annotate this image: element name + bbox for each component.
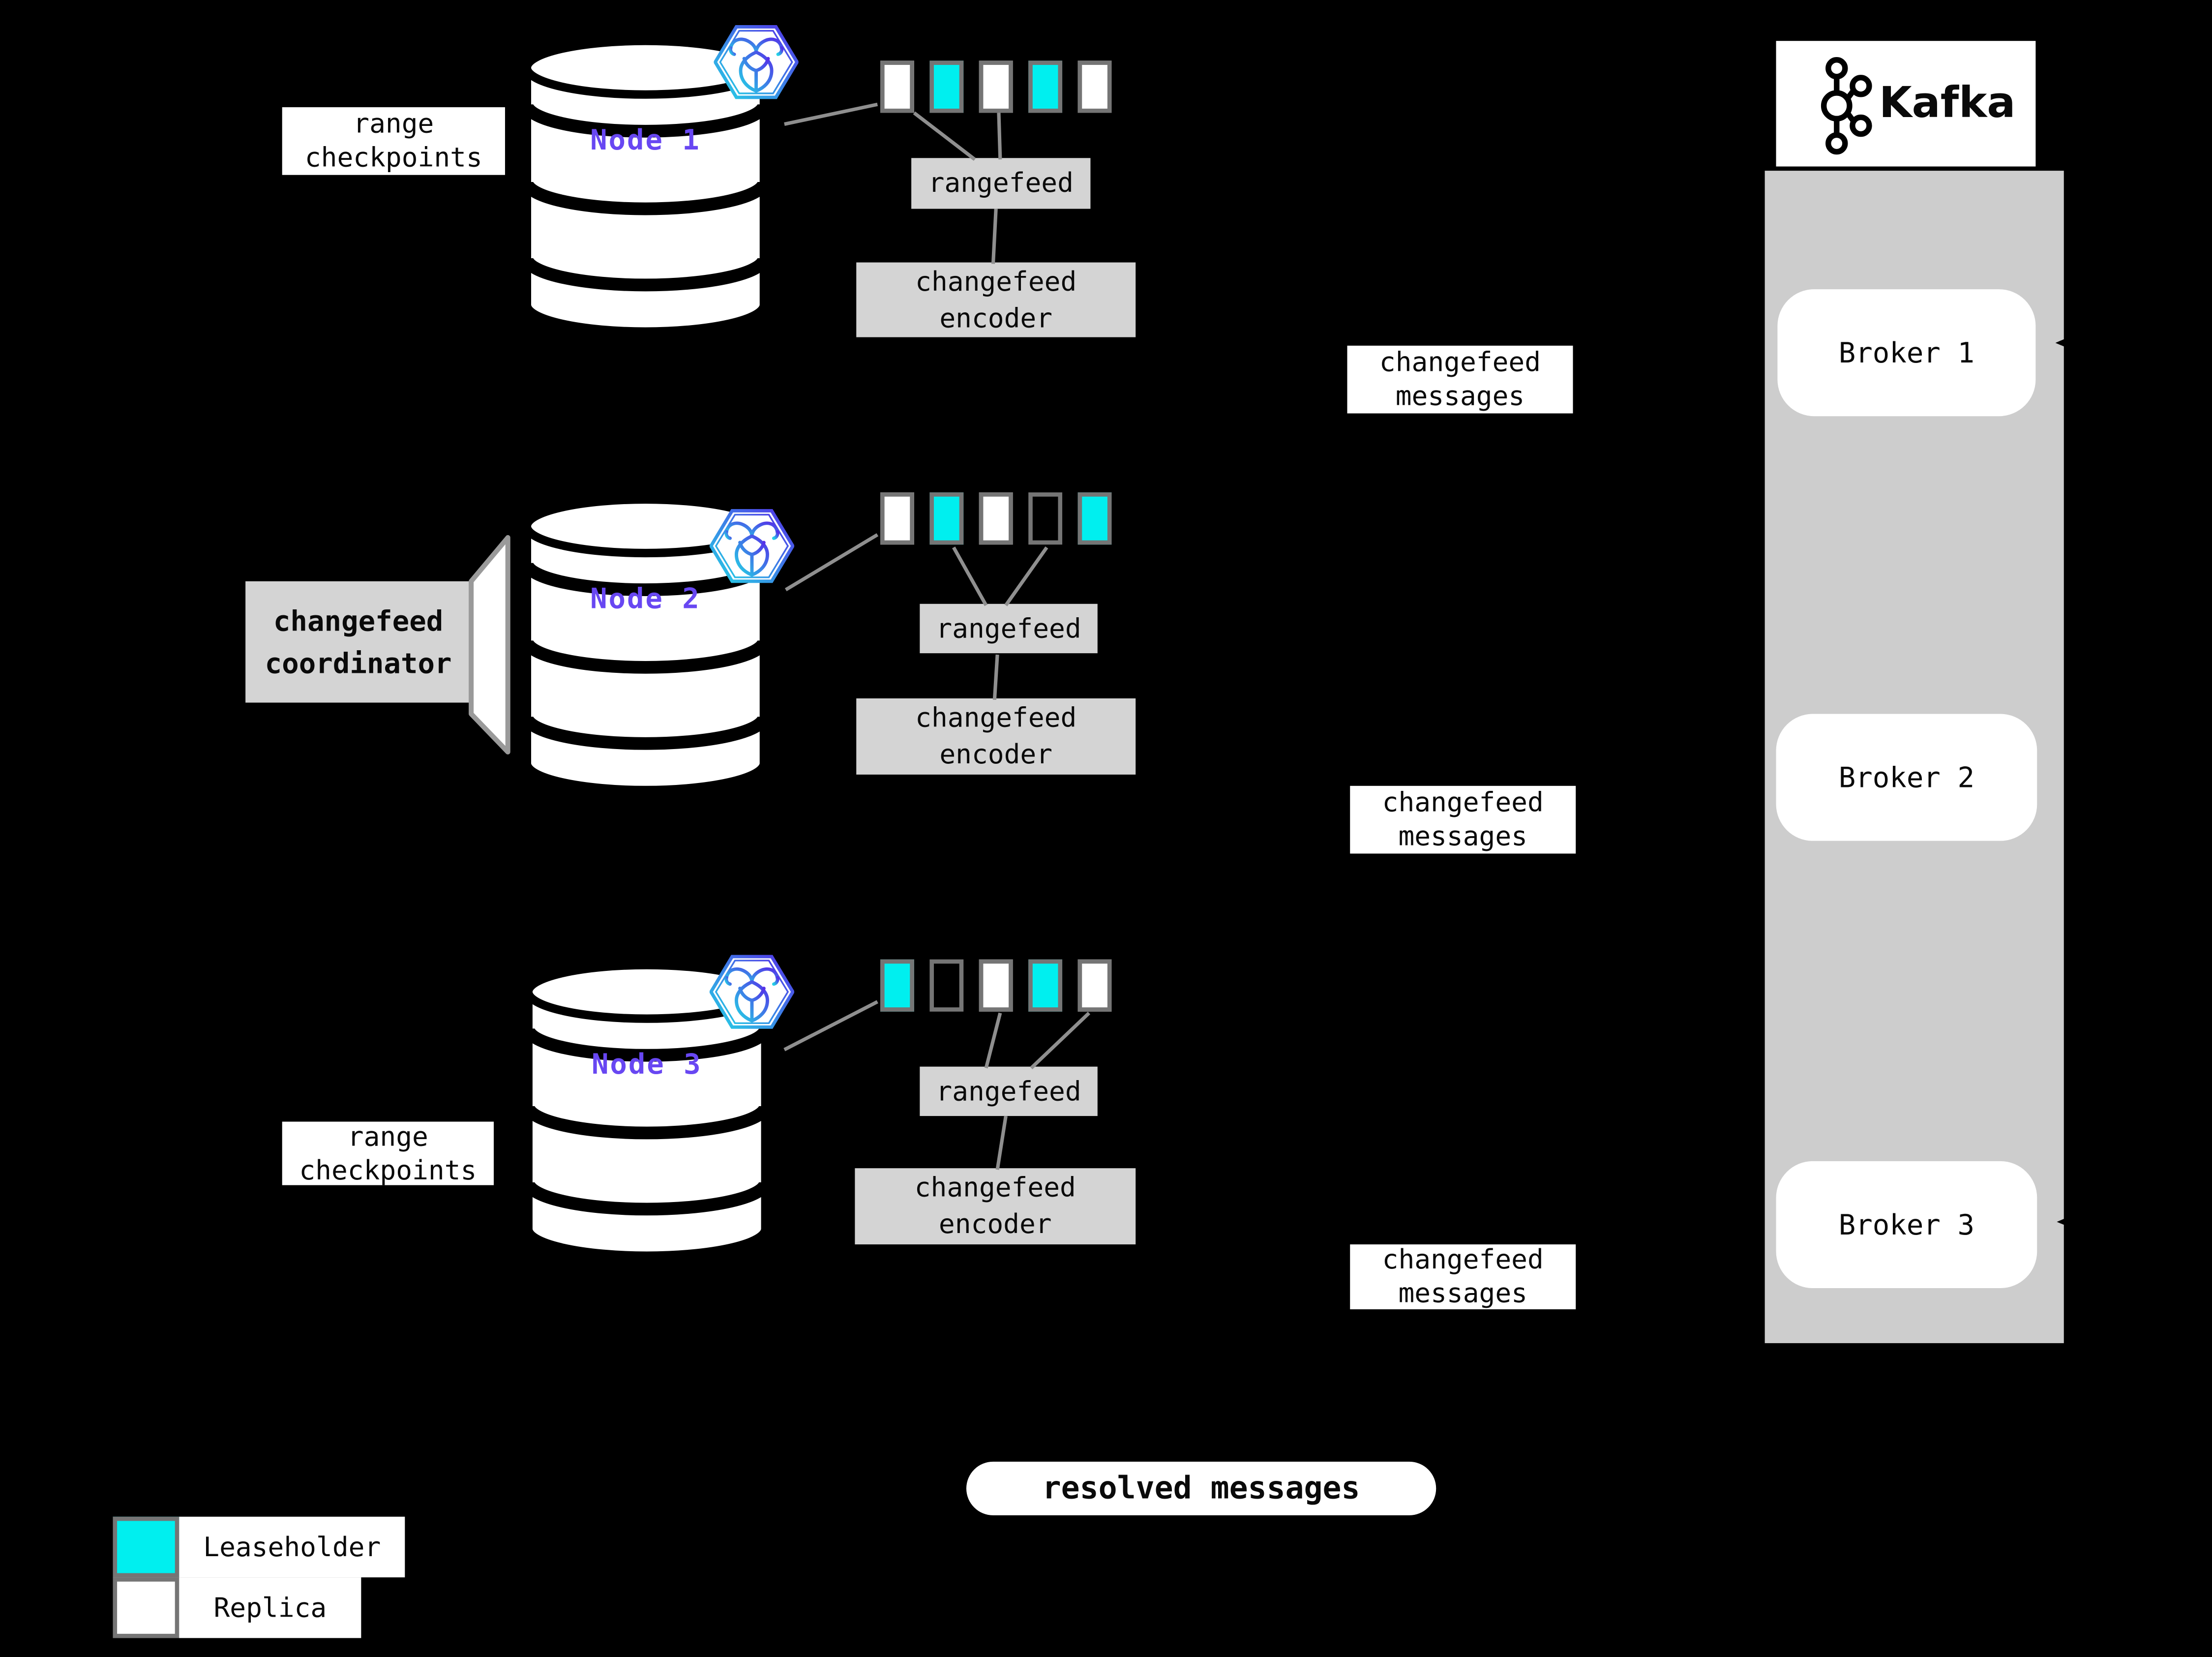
range-square-empty	[1028, 492, 1063, 545]
kafka-title: Kafka	[1879, 79, 2016, 129]
kafka-logo-box	[1776, 41, 2036, 167]
node2-rangefeed-box: rangefeed	[920, 603, 1098, 654]
range-square-leaseholder	[1028, 60, 1063, 113]
node1-range-squares	[880, 60, 1112, 113]
cockroachdb-icon	[709, 951, 795, 1032]
range-checkpoints-label-node3: range checkpoints	[282, 1121, 494, 1186]
range-square-empty	[929, 959, 964, 1012]
node1-changefeed-messages-label: changefeed messages	[1347, 345, 1573, 414]
range-square-replica	[880, 60, 914, 113]
node2-changefeed-encoder-box: changefeed encoder	[856, 698, 1136, 775]
cockroachdb-icon	[713, 21, 799, 103]
node1-rangefeed-box: rangefeed	[911, 158, 1091, 209]
range-square-leaseholder	[880, 959, 914, 1012]
node3-range-squares	[880, 959, 1112, 1012]
range-square-replica	[880, 492, 914, 545]
broker-1: Broker 1	[1777, 289, 2036, 417]
range-checkpoints-label-node1: range checkpoints	[282, 107, 505, 175]
resolved-messages-pill: resolved messages	[966, 1461, 1436, 1515]
range-square-replica	[979, 60, 1013, 113]
node1-database-cylinder: Node 1	[515, 35, 776, 336]
node2-changefeed-messages-label: changefeed messages	[1350, 785, 1576, 854]
changefeed-coordinator-label: changefeed coordinator	[245, 581, 472, 703]
range-square-leaseholder	[929, 60, 964, 113]
legend-leaseholder-swatch	[113, 1516, 179, 1578]
node2-range-squares	[880, 492, 1112, 545]
range-square-replica	[979, 492, 1013, 545]
node1-changefeed-encoder-box: changefeed encoder	[856, 262, 1136, 337]
node3-changefeed-messages-label: changefeed messages	[1350, 1244, 1576, 1310]
legend-replica-label: Replica	[179, 1577, 361, 1638]
range-square-leaseholder	[1028, 959, 1063, 1012]
range-square-leaseholder	[1077, 492, 1112, 545]
legend-leaseholder-label: Leaseholder	[179, 1516, 405, 1578]
node3-database-cylinder: Node 3	[516, 960, 777, 1260]
broker-3: Broker 3	[1776, 1161, 2037, 1289]
database-cylinder-icon	[520, 36, 771, 336]
node1-label: Node 1	[590, 122, 701, 157]
range-square-replica	[1077, 959, 1112, 1012]
range-square-replica	[1077, 60, 1112, 113]
range-square-replica	[979, 959, 1013, 1012]
node3-rangefeed-box: rangefeed	[920, 1066, 1098, 1116]
broker-2: Broker 2	[1776, 714, 2037, 841]
range-square-leaseholder	[929, 492, 964, 545]
node3-label: Node 3	[592, 1047, 702, 1081]
cockroachdb-icon	[709, 505, 795, 587]
node3-changefeed-encoder-box: changefeed encoder	[855, 1168, 1136, 1245]
legend-replica-swatch	[113, 1577, 179, 1638]
node2-label: Node 2	[590, 581, 701, 615]
coordinator-flap	[469, 535, 510, 754]
kafka-logo-icon	[1809, 57, 1874, 155]
database-cylinder-icon	[522, 961, 772, 1260]
